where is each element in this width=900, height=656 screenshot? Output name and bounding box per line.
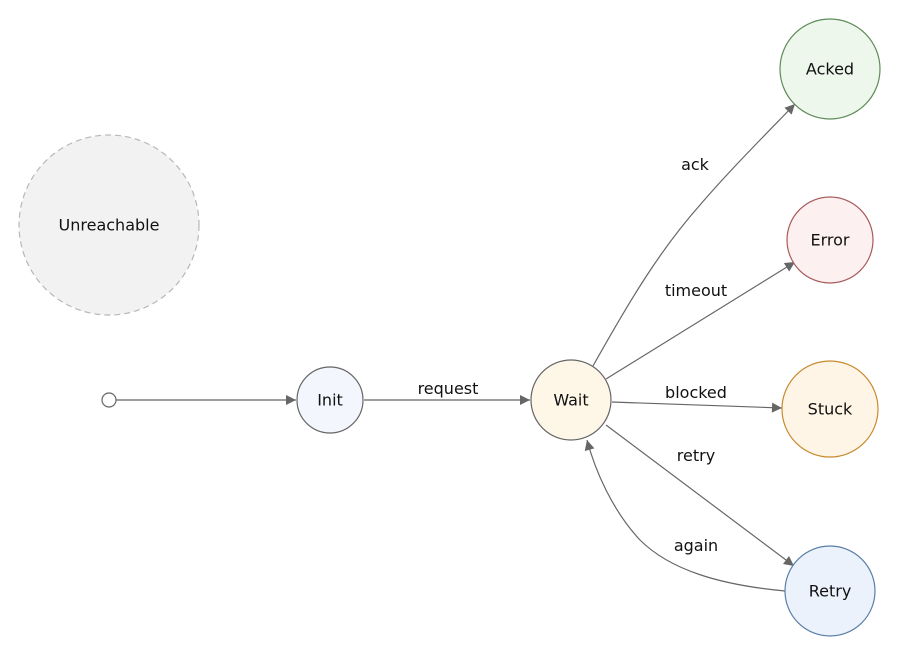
edge-wait-error	[605, 261, 796, 380]
node-label-error: Error	[811, 231, 850, 250]
edge-wait-retry	[605, 424, 795, 567]
node-stuck[interactable]: Stuck	[781, 360, 879, 458]
node-label-unreachable: Unreachable	[59, 216, 160, 235]
node-label-acked: Acked	[806, 60, 854, 79]
node-acked[interactable]: Acked	[779, 18, 881, 120]
node-error[interactable]: Error	[786, 196, 874, 284]
edge-label-ack: ack	[681, 155, 710, 174]
edges: request ack timeout blocked retry again	[116, 103, 796, 592]
node-label-retry: Retry	[809, 582, 852, 601]
edge-label-again: again	[674, 536, 718, 555]
node-init[interactable]: Init	[296, 366, 364, 434]
node-label-stuck: Stuck	[808, 400, 853, 419]
edge-label-timeout: timeout	[665, 281, 727, 300]
edge-wait-stuck	[611, 401, 783, 413]
start-marker	[101, 392, 117, 408]
edge-label-blocked: blocked	[665, 383, 727, 402]
node-label-init: Init	[317, 391, 343, 410]
node-wait[interactable]: Wait	[530, 359, 612, 441]
edge-label-request: request	[418, 379, 479, 398]
node-retry[interactable]: Retry	[784, 545, 876, 637]
edge-retry-wait	[584, 439, 786, 592]
edge-wait-acked	[592, 103, 796, 367]
node-label-wait: Wait	[553, 391, 588, 410]
node-unreachable[interactable]: Unreachable	[18, 134, 200, 316]
edge-label-retry: retry	[677, 446, 715, 465]
